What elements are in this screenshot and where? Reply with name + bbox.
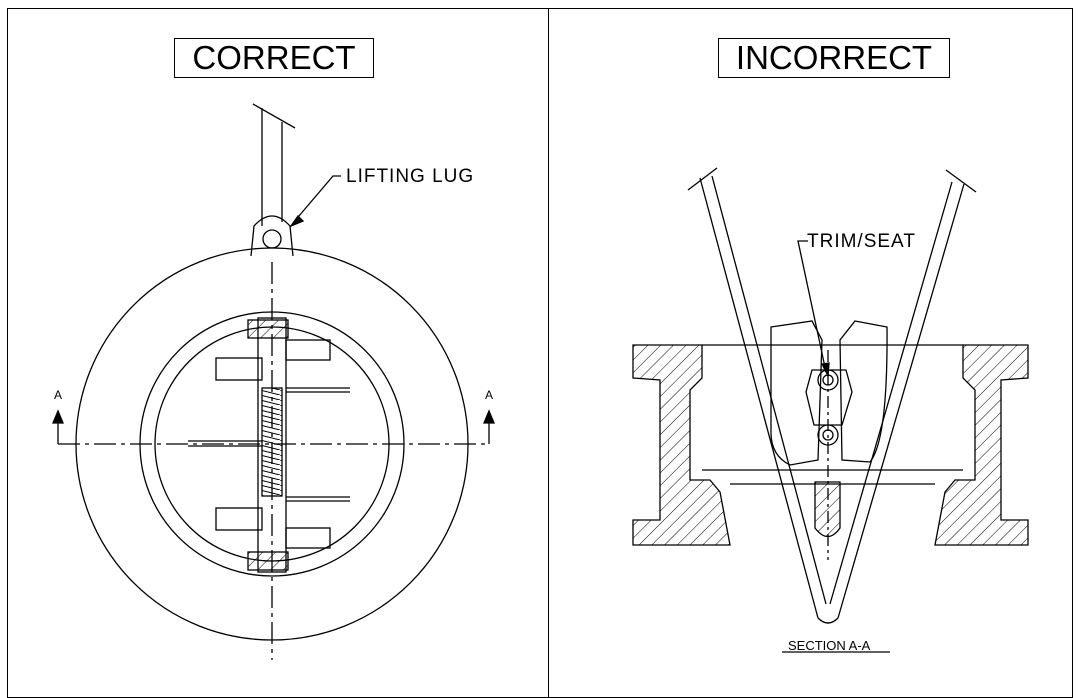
lifting-lug-body xyxy=(250,215,294,257)
trim-seat-label: TRIM/SEAT xyxy=(807,231,916,252)
center-stud xyxy=(814,481,841,538)
hinge-top-block xyxy=(247,319,289,339)
strap-left-outer xyxy=(699,177,819,619)
section-marker-left: A xyxy=(54,388,63,402)
hinge-pin-housing xyxy=(257,317,287,573)
lifting-lug-label: LIFTING LUG xyxy=(346,166,475,187)
section-a-left-arrow xyxy=(52,409,64,424)
hinge-arm xyxy=(805,369,853,426)
section-caption: SECTION A-A xyxy=(788,638,871,653)
hinge-spring-coil xyxy=(261,387,283,497)
trim-plate-left xyxy=(770,320,823,466)
strap-right-outer xyxy=(837,183,965,619)
correct-valve-view xyxy=(52,103,495,660)
lifting-lug-eye xyxy=(262,229,282,249)
section-a-right-arrow xyxy=(483,409,495,424)
trim-plate-right xyxy=(839,320,888,463)
lifting-lug-leader xyxy=(292,175,341,224)
hinge-bottom-block xyxy=(247,551,289,571)
incorrect-heading: INCORRECT xyxy=(718,38,950,78)
lower-plate-stop-left xyxy=(215,507,263,531)
correct-heading: CORRECT xyxy=(174,38,374,78)
upper-plate-stop-left xyxy=(215,357,263,381)
strap-right-break xyxy=(945,169,977,193)
trim-seat-leader xyxy=(797,240,827,373)
body-section-right xyxy=(934,344,1029,546)
incorrect-valve-view xyxy=(632,167,1029,653)
strap-bottom-loop xyxy=(817,617,839,624)
strap-right-inner xyxy=(829,181,953,605)
strap-break-mark xyxy=(252,103,296,129)
strap-left-break xyxy=(687,167,718,191)
body-section-left xyxy=(632,344,731,546)
upper-plate-stop-right xyxy=(285,339,331,361)
lower-plate-stop-right xyxy=(285,527,331,549)
strap-left-inner xyxy=(711,175,827,605)
lifting-lug-arrow xyxy=(289,214,305,228)
trim-seat-arrow xyxy=(821,362,830,379)
section-marker-right: A xyxy=(485,388,494,402)
